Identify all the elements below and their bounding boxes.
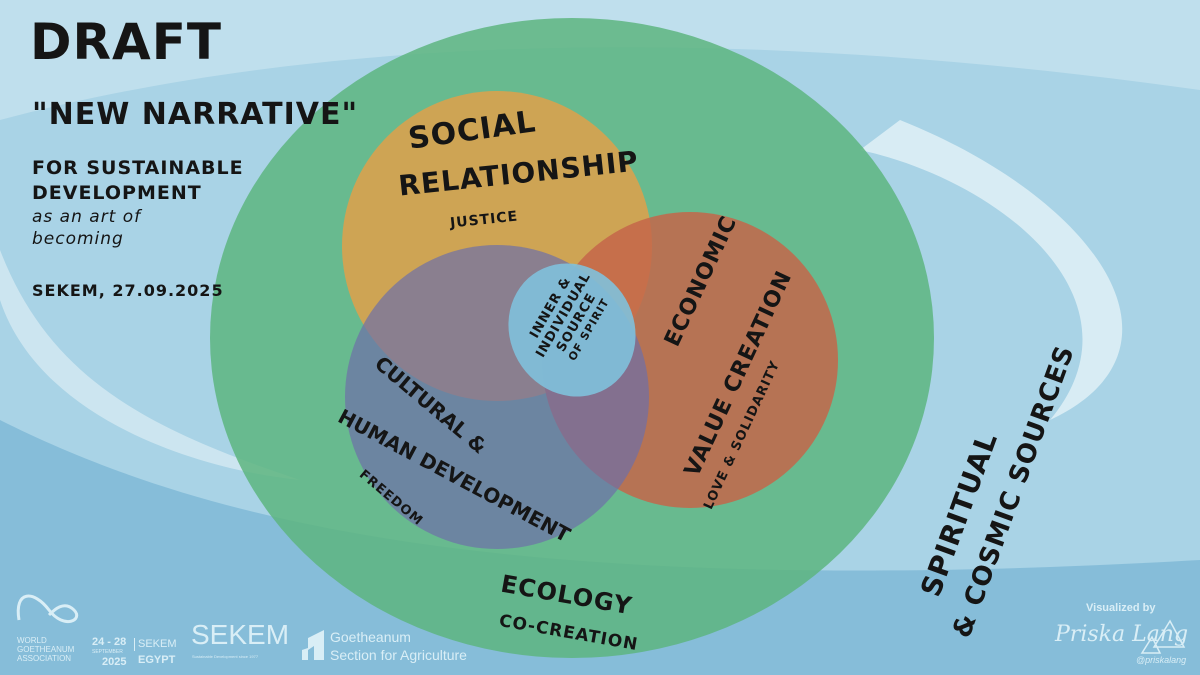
goetheanum-line2: Section for Agriculture: [330, 647, 467, 663]
event-place1: SEKEM: [134, 638, 177, 651]
sekem-logo: SEKEM: [191, 619, 290, 650]
credit-name: Priska Lang: [1055, 622, 1189, 647]
event-year: 2025: [102, 656, 127, 668]
subtitle-line4: becoming: [32, 229, 124, 249]
infinity-logo-icon: [16, 594, 78, 623]
wga-line2: GOETHEANUM: [17, 645, 75, 654]
subtitle-line2: DEVELOPMENT: [32, 182, 202, 204]
center-lens: [508, 263, 636, 397]
triangle-logo-icon: [1140, 619, 1186, 654]
event-dates: 24 - 28: [92, 636, 127, 648]
credit-handle: @priskalang: [1136, 655, 1187, 665]
narrative-heading: "NEW NARRATIVE": [32, 97, 359, 132]
goetheanum-line1: Goetheanum: [330, 629, 411, 645]
goetheanum-logo-icon: [302, 630, 324, 660]
event-place2: EGYPT: [138, 654, 176, 666]
draft-heading: DRAFT: [30, 13, 222, 71]
wga-line1: WORLD: [17, 636, 47, 645]
wga-line3: ASSOCIATION: [17, 654, 72, 663]
subtitle-line3: as an art of: [32, 207, 142, 227]
sekem-tagline: Sustainable Development since 1977: [192, 654, 259, 659]
subtitle-line1: FOR SUSTAINABLE: [32, 157, 244, 179]
date-label: SEKEM, 27.09.2025: [32, 281, 224, 300]
wga-logo: WORLD GOETHEANUM ASSOCIATION: [17, 636, 74, 663]
credit-label: Visualized by: [1086, 602, 1156, 614]
event-month: SEPTEMBER: [92, 649, 123, 655]
